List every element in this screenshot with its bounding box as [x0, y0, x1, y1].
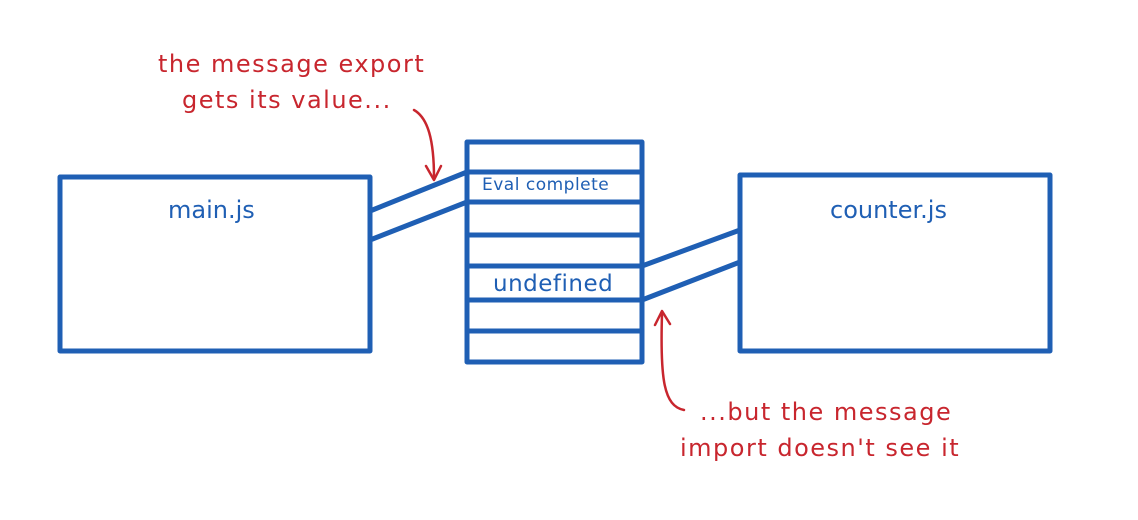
export-annotation-line-2: gets its value...	[182, 86, 392, 114]
export-binding-band	[367, 169, 470, 243]
import-annotation-line-1: ...but the message	[700, 398, 953, 426]
export-arrow-head	[424, 164, 443, 182]
import-band-lower-edge	[639, 259, 743, 303]
main-js-module-box	[57, 174, 373, 354]
memory-column	[464, 139, 645, 365]
export-band-upper-edge	[367, 169, 470, 214]
export-arrow	[412, 108, 443, 182]
export-annotation: the message export gets its value...	[158, 46, 425, 118]
import-arrow-head	[653, 309, 672, 327]
import-arrow	[653, 309, 686, 412]
import-annotation: ...but the message import doesn't see it	[680, 394, 960, 466]
undefined-slot-label: undefined	[493, 271, 614, 297]
import-arrow-shaft	[660, 312, 686, 412]
main-js-label: main.js	[168, 196, 255, 224]
export-arrow-shaft	[412, 108, 436, 180]
eval-complete-slot-label: Eval complete	[482, 175, 610, 195]
export-band-lower-edge	[367, 199, 470, 243]
import-band-upper-edge	[639, 227, 743, 269]
import-binding-band	[639, 227, 743, 303]
export-annotation-line-1: the message export	[158, 50, 426, 78]
memory-slot-dividers	[464, 169, 645, 334]
counter-js-label: counter.js	[830, 196, 947, 224]
import-annotation-line-2: import doesn't see it	[680, 434, 961, 462]
